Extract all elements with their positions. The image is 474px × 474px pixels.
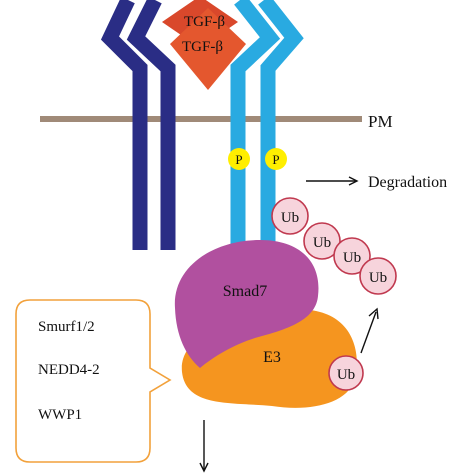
smad7	[174, 240, 319, 368]
tgf-beta-front-label: TGF-β	[182, 39, 223, 55]
e3-ligase-item: Smurf1/2	[38, 319, 95, 335]
ub-label: Ub	[369, 270, 387, 286]
phosphate-group-2: P	[265, 148, 287, 170]
phosphate-circle	[265, 148, 287, 170]
tgf-beta-ligand: TGF-β TGF-β	[162, 0, 246, 90]
degradation-label: Degradation	[368, 174, 447, 191]
phosphate-group-1: P	[228, 148, 250, 170]
type-ii-receptor-chain-inner	[126, 0, 176, 250]
ub-label: Ub	[313, 235, 331, 251]
phosphate-label: P	[235, 152, 242, 167]
smad7-shape	[174, 240, 319, 368]
callout-box	[15, 299, 172, 463]
smad7-label: Smad7	[223, 283, 267, 300]
e3-ligase-item: WWP1	[38, 407, 82, 423]
ubiquitin: Ub	[303, 222, 341, 260]
membrane-label: PM	[368, 112, 393, 131]
type-ii-receptor	[100, 0, 176, 250]
tgf-beta-back-label: TGF-β	[184, 14, 225, 30]
ubiquitin-on-e3: Ub	[328, 355, 364, 391]
e3-ligase-callout: Smurf1/2 NEDD4-2 WWP1	[15, 299, 172, 463]
downstream-arrow	[199, 420, 209, 473]
polyubiquitin-chain: Ub Ub Ub Ub	[271, 197, 397, 295]
ub-label: Ub	[343, 250, 361, 266]
ub-label: Ub	[337, 367, 355, 383]
ubiquitin: Ub	[271, 197, 309, 235]
e3-label: E3	[263, 349, 281, 366]
e3-ligase-item: NEDD4-2	[38, 362, 100, 378]
ub-transfer-arrow	[360, 307, 379, 354]
tgf-beta-front-diamond	[170, 8, 246, 90]
type-ii-receptor-chain-outer	[100, 0, 148, 250]
degradation-arrow	[306, 176, 359, 186]
ubiquitin: Ub	[333, 237, 371, 275]
phosphate-circle	[228, 148, 250, 170]
ub-label: Ub	[281, 210, 299, 226]
phosphate-label: P	[272, 152, 279, 167]
ubiquitin: Ub	[359, 257, 397, 295]
